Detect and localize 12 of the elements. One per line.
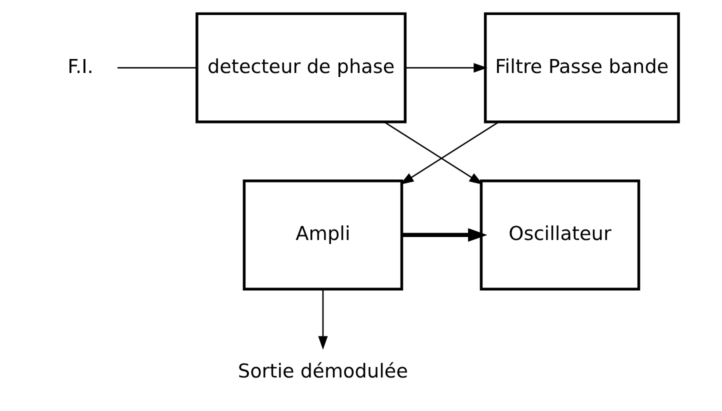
arrow — [405, 63, 488, 73]
node-text: F.I. — [68, 54, 94, 78]
connector — [118, 67, 197, 68]
arrow — [402, 228, 488, 242]
arrow — [384, 122, 483, 185]
node-text: Sortie démodulée — [238, 360, 408, 383]
node-box: Ampli — [242, 179, 404, 290]
node-box: Filtre Passe bande — [484, 12, 680, 124]
node-box: Oscillateur — [480, 179, 640, 290]
node-box: detecteur de phase — [196, 12, 407, 124]
arrow — [400, 122, 499, 185]
arrow — [318, 289, 328, 350]
